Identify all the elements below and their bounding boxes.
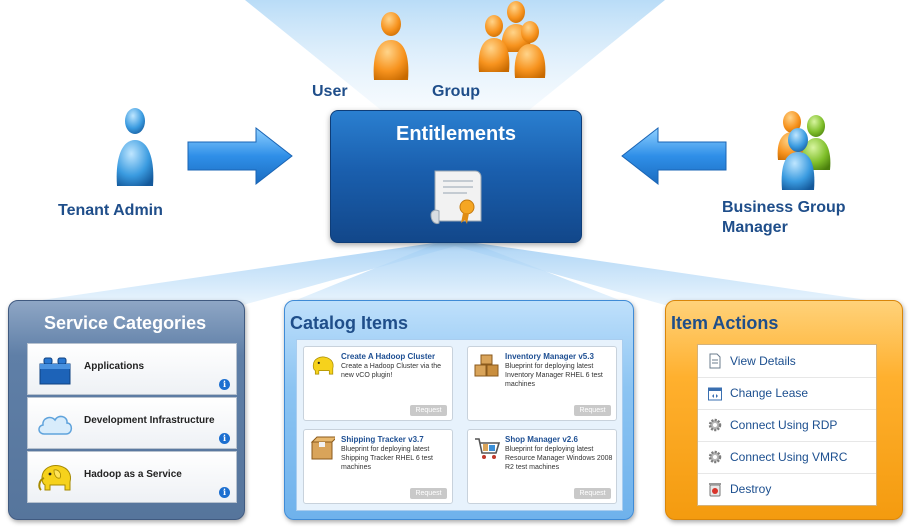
catalog-item-title: Create A Hadoop Cluster xyxy=(341,352,436,361)
business-group-manager-label-line1: Business Group xyxy=(722,199,846,216)
action-label: Connect Using RDP xyxy=(730,418,838,432)
service-categories-panel: Service Categories Applications i Develo… xyxy=(8,300,245,520)
catalog-item-card[interactable]: Shipping Tracker v3.7 Blueprint for depl… xyxy=(303,429,453,504)
item-actions-list: View Details Change Lease Connect Using … xyxy=(697,344,877,506)
action-label: View Details xyxy=(730,354,796,368)
service-category-label: Applications xyxy=(84,361,145,372)
elephant-icon xyxy=(312,356,334,375)
catalog-item-description: Blueprint for deploying latest Inventory… xyxy=(505,363,603,388)
service-category-label: Development Infrastructure xyxy=(84,415,215,426)
catalog-item-title: Inventory Manager v5.3 xyxy=(505,352,594,361)
action-label: Change Lease xyxy=(730,386,809,400)
catalog-item-description: Blueprint for deploying latest Resource … xyxy=(505,446,613,471)
entitlements-title: Entitlements xyxy=(395,123,517,145)
request-button[interactable]: Request xyxy=(410,488,447,499)
gear-icon xyxy=(708,450,722,464)
service-categories-title: Service Categories xyxy=(44,313,207,333)
arrow-right-icon xyxy=(187,126,293,186)
info-icon[interactable]: i xyxy=(219,487,230,498)
catalog-item-title: Shop Manager v2.6 xyxy=(505,435,578,444)
catalog-item-card[interactable]: Create A Hadoop Cluster Create a Hadoop … xyxy=(303,346,453,421)
gear-icon xyxy=(708,418,722,432)
beam-to-item-actions xyxy=(440,242,901,305)
calendar-icon xyxy=(708,387,722,401)
user-label: User xyxy=(312,83,348,100)
scroll-certificate-icon xyxy=(430,170,482,224)
action-connect-using-rdp[interactable]: Connect Using RDP xyxy=(698,409,876,442)
catalog-item-card[interactable]: Inventory Manager v5.3 Blueprint for dep… xyxy=(467,346,617,421)
action-label: Connect Using VMRC xyxy=(730,450,848,464)
beam-to-catalog-items xyxy=(284,242,632,305)
service-category-label: Hadoop as a Service xyxy=(84,469,182,480)
action-label: Destroy xyxy=(730,482,772,496)
blocks-icon xyxy=(39,357,71,385)
beam-to-service-categories xyxy=(8,242,470,305)
action-view-details[interactable]: View Details xyxy=(698,345,876,378)
action-destroy[interactable]: Destroy xyxy=(698,473,876,505)
catalog-item-description: Create a Hadoop Cluster via the new vCO … xyxy=(341,363,441,379)
request-button[interactable]: Request xyxy=(410,405,447,416)
group-people-icon xyxy=(478,1,546,78)
request-button[interactable]: Request xyxy=(574,488,611,499)
business-group-manager-people-icon xyxy=(777,111,831,190)
info-icon[interactable]: i xyxy=(219,379,230,390)
top-light-beam xyxy=(245,0,665,170)
catalog-items-grid: Create A Hadoop Cluster Create a Hadoop … xyxy=(296,339,623,511)
user-person-icon xyxy=(373,12,409,80)
catalog-item-card[interactable]: Shop Manager v2.6 Blueprint for deployin… xyxy=(467,429,617,504)
item-actions-title: Item Actions xyxy=(671,313,779,333)
item-actions-panel: Item Actions View Details Change Lease C… xyxy=(665,300,903,520)
box-icon xyxy=(310,436,335,460)
elephant-icon xyxy=(38,465,71,491)
boxes-icon xyxy=(474,354,499,377)
catalog-items-title: Catalog Items xyxy=(290,313,409,333)
catalog-items-panel: Catalog Items Create A Hadoop Cluster Cr… xyxy=(284,300,634,520)
arrow-left-icon xyxy=(621,126,727,186)
cloud-icon xyxy=(38,415,73,435)
trash-icon xyxy=(709,483,721,497)
request-button[interactable]: Request xyxy=(574,405,611,416)
info-icon[interactable]: i xyxy=(219,433,230,444)
service-category-development-infrastructure[interactable]: Development Infrastructure i xyxy=(27,397,237,449)
action-change-lease[interactable]: Change Lease xyxy=(698,377,876,410)
catalog-item-title: Shipping Tracker v3.7 xyxy=(341,435,424,444)
service-category-applications[interactable]: Applications i xyxy=(27,343,237,395)
business-group-manager-label-line2: Manager xyxy=(722,219,788,236)
tenant-admin-label: Tenant Admin xyxy=(58,202,163,219)
action-connect-using-vmrc[interactable]: Connect Using VMRC xyxy=(698,441,876,474)
entitlements-box: Entitlements xyxy=(330,110,582,243)
group-label: Group xyxy=(432,83,480,100)
cart-icon xyxy=(475,438,501,459)
service-category-hadoop-as-a-service[interactable]: Hadoop as a Service i xyxy=(27,451,237,503)
catalog-item-description: Blueprint for deploying latest Shipping … xyxy=(341,446,433,471)
document-icon xyxy=(709,353,721,369)
tenant-admin-person-icon xyxy=(116,108,154,186)
